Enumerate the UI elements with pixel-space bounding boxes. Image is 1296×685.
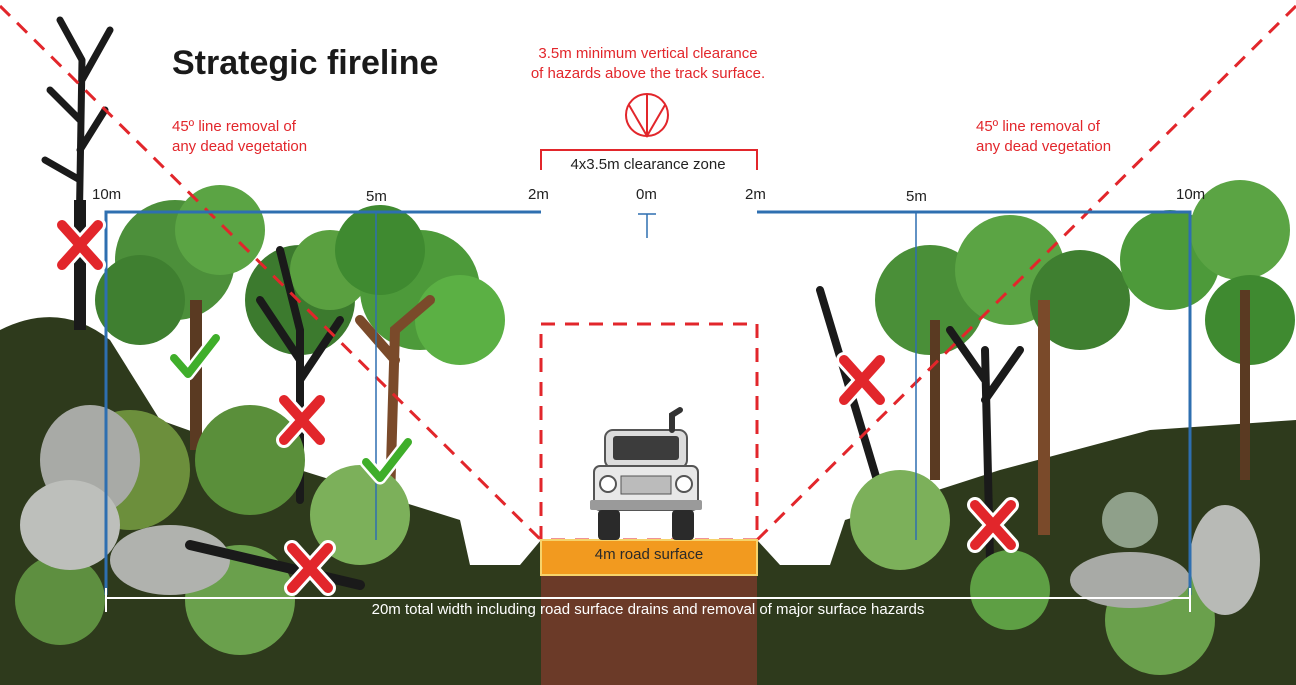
distance-center-0m: 0m <box>636 186 657 203</box>
distance-right-10m: 10m <box>1176 186 1206 203</box>
right-trees <box>816 180 1295 675</box>
right-note-line2: any dead vegetation <box>976 138 1112 155</box>
right-45-line <box>755 4 1296 542</box>
clearance-symbol <box>625 93 669 138</box>
left-note-line1: 45º line removal of <box>172 118 296 135</box>
soil-column <box>541 575 757 685</box>
distance-right-2m: 2m <box>745 186 766 203</box>
clearance-zone-label: 4x3.5m clearance zone <box>570 156 726 173</box>
left-note-line2: any dead vegetation <box>172 138 308 155</box>
vertical-clearance-note: 3.5m minimum vertical clearance of hazar… <box>518 44 778 84</box>
road-surface <box>540 539 758 576</box>
total-width-label: 20m total width including road surface d… <box>371 601 925 618</box>
vehicle-icon <box>590 407 702 540</box>
distance-left-2m: 2m <box>528 186 549 203</box>
left-dead-vegetation-note: 45º line removal of any dead vegetation <box>172 117 307 157</box>
total-width-bar <box>105 588 1191 612</box>
page-title: Strategic fireline <box>172 44 439 82</box>
right-note-line1: 45º line removal of <box>976 118 1100 135</box>
vertical-clearance-line1: 3.5m minimum vertical clearance <box>538 45 758 62</box>
vertical-clearance-line2: of hazards above the track surface. <box>530 65 766 82</box>
road-surface-label: 4m road surface <box>594 546 704 563</box>
measure-lines <box>104 210 1192 595</box>
distance-left-10m: 10m <box>92 186 122 203</box>
clearance-zone-bracket <box>540 149 758 170</box>
distance-left-5m: 5m <box>366 188 387 205</box>
distance-right-5m: 5m <box>906 188 927 205</box>
left-45-line <box>0 4 543 542</box>
right-dead-vegetation-note: 45º line removal of any dead vegetation <box>976 117 1111 157</box>
